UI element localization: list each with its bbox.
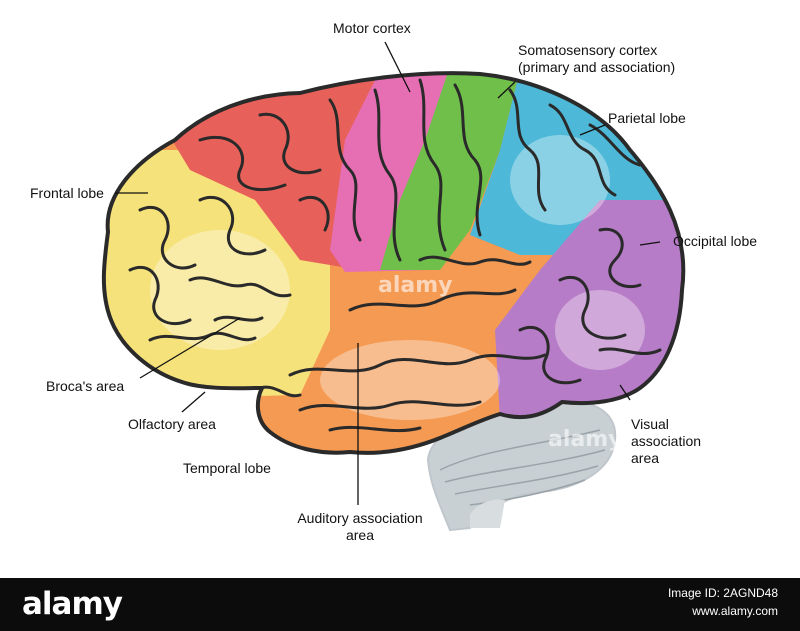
image-id-text: Image ID: 2AGND48 <box>667 586 778 600</box>
label-visual-line2: association <box>631 433 702 449</box>
label-olfactory-area: Olfactory area <box>128 416 216 432</box>
label-visual-line3: area <box>631 450 660 466</box>
gyri-lines <box>128 78 662 433</box>
label-frontal-lobe: Frontal lobe <box>30 185 104 201</box>
label-parietal-lobe: Parietal lobe <box>608 110 686 126</box>
alamy-logo: alamy <box>22 586 123 622</box>
label-somatosensory-line1: Somatosensory cortex <box>518 42 658 58</box>
watermark-right: alamy <box>548 427 623 452</box>
label-occipital-lobe: Occipital lobe <box>673 233 758 249</box>
label-motor-cortex: Motor cortex <box>333 20 411 36</box>
label-visual-line1: Visual <box>631 416 669 432</box>
label-auditory-line1: Auditory association <box>297 510 423 526</box>
label-brocas-area: Broca's area <box>46 378 125 394</box>
label-temporal-lobe: Temporal lobe <box>183 460 271 476</box>
occipital-lobe-region <box>495 200 684 420</box>
label-somatosensory-line2: (primary and association) <box>518 59 676 75</box>
leader-lines <box>115 41 661 505</box>
prefrontal-region <box>160 80 380 270</box>
somatosensory-region <box>380 73 520 270</box>
watermark-footer: alamy Image ID: 2AGND48 www.alamy.com <box>0 578 800 631</box>
site-url-text: www.alamy.com <box>692 604 778 618</box>
brain-outline <box>101 71 686 455</box>
label-auditory-line2: area <box>345 527 375 543</box>
brain-diagram: alamy alamy <box>101 41 686 532</box>
cerebellum <box>426 398 617 532</box>
watermark-center: alamy <box>378 273 453 298</box>
